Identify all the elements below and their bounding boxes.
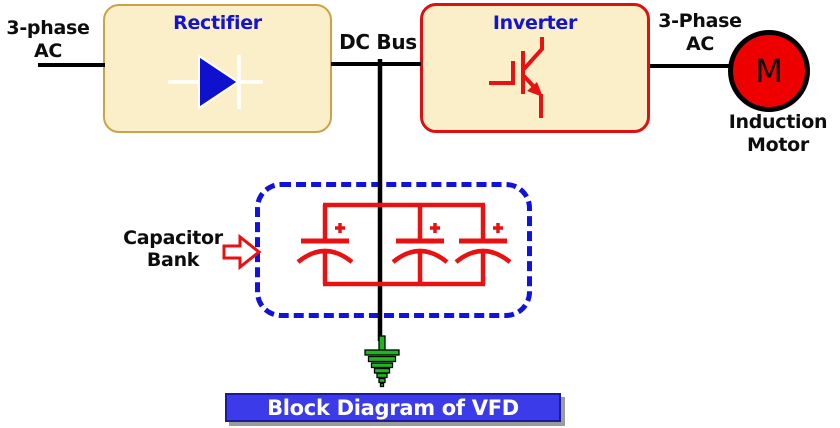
inverter-block: Inverter — [420, 3, 650, 133]
input-ac-label: 3-phase AC — [0, 17, 96, 63]
output-ac-label: 3-Phase AC — [648, 10, 752, 56]
ground-icon — [364, 335, 400, 388]
title-banner: Block Diagram of VFD — [225, 393, 561, 422]
capacitor-bank-label: Capacitor Bank — [112, 227, 234, 271]
capacitor-bank-line2: Bank — [146, 249, 200, 271]
rectifier-block: Rectifier — [103, 4, 332, 133]
input-ac-line1: 3-phase — [6, 17, 90, 39]
induction-motor-circle: M — [728, 30, 810, 112]
motor-label-line2: Motor — [747, 134, 809, 156]
motor-icon: M — [755, 52, 783, 90]
motor-label-line1: Induction — [728, 111, 828, 133]
input-ac-line2: AC — [33, 40, 63, 62]
dc-bus-label: DC Bus — [339, 30, 417, 54]
output-ac-line1: 3-Phase — [658, 10, 742, 32]
capacitor-bank-line1: Capacitor — [123, 227, 223, 249]
output-ac-line2: AC — [685, 33, 715, 55]
inverter-title: Inverter — [492, 12, 578, 34]
capacitor-bank-outline — [255, 182, 532, 318]
title-banner-text: Block Diagram of VFD — [267, 395, 519, 420]
rectifier-title: Rectifier — [173, 12, 262, 34]
induction-motor-label: Induction Motor — [715, 111, 840, 157]
